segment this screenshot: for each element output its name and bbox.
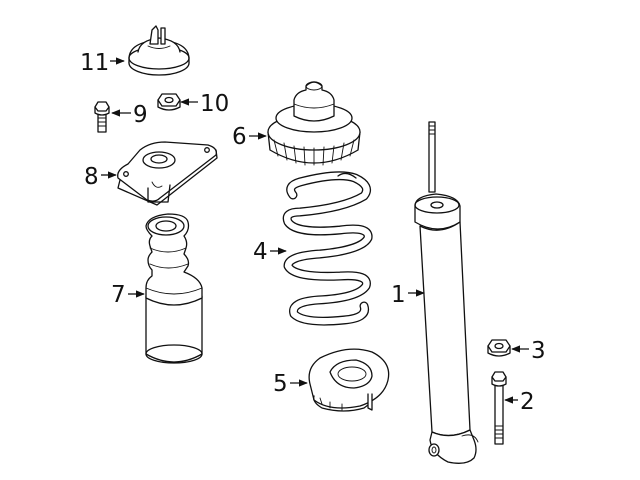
part-2-long-bolt[interactable]	[491, 371, 507, 445]
part-5-lower-spring-seat[interactable]	[308, 348, 390, 412]
callout-label-8: 8	[84, 164, 99, 190]
part-7-dust-boot[interactable]	[145, 213, 203, 364]
callout-11: 11	[80, 50, 125, 76]
callout-3: 3	[511, 338, 546, 364]
callout-label-9: 9	[133, 102, 148, 128]
callout-label-11: 11	[80, 50, 109, 76]
callout-label-5: 5	[273, 371, 288, 397]
callout-label-6: 6	[232, 124, 247, 150]
part-10-nut[interactable]	[157, 93, 181, 111]
callout-7: 7	[111, 282, 145, 308]
callout-label-10: 10	[200, 91, 229, 117]
callout-1: 1	[391, 282, 425, 308]
callout-label-3: 3	[531, 338, 546, 364]
callout-9: 9	[111, 102, 148, 128]
callout-8: 8	[84, 164, 117, 190]
part-8-mount-bracket[interactable]	[117, 141, 218, 206]
callout-label-2: 2	[520, 389, 535, 415]
part-1-shock-absorber[interactable]	[414, 121, 479, 464]
callout-label-4: 4	[253, 239, 268, 265]
callout-10: 10	[180, 91, 229, 117]
part-9-bolt[interactable]	[94, 101, 110, 133]
callout-4: 4	[253, 239, 287, 265]
callout-2: 2	[504, 389, 535, 415]
callout-label-1: 1	[391, 282, 406, 308]
part-4-coil-spring[interactable]	[282, 171, 373, 326]
part-11-upper-mount[interactable]	[128, 25, 190, 76]
part-3-nut[interactable]	[487, 339, 511, 357]
callout-5: 5	[273, 371, 308, 397]
callout-label-7: 7	[111, 282, 126, 308]
callout-6: 6	[232, 124, 267, 150]
part-6-spring-seat[interactable]	[267, 81, 361, 166]
